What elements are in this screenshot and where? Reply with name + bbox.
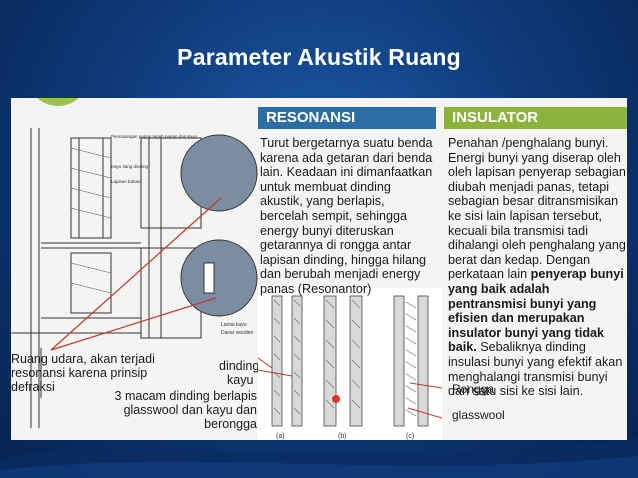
insulator-text-part2: Sebaliknya dinding insulasi bunyi yang e… — [448, 340, 623, 399]
wall-label-a: (a) — [276, 433, 285, 440]
content-panel: Pemasangan papan tanah papan dan kayu Ka… — [11, 98, 627, 440]
wall-types-illustration: (a) (b) (c) — [258, 288, 442, 440]
glasswool-label: glasswool — [452, 408, 505, 422]
drawing-note: Lapisan bahan — [111, 179, 141, 184]
wall-label-c: (c) — [406, 433, 414, 440]
resonansi-text: Turut bergetarnya suatu benda karena ada… — [260, 136, 433, 296]
figure-caption: 3 macam dinding berlapis glasswool dan k… — [114, 389, 257, 431]
resonansi-header: RESONANSI — [258, 107, 436, 129]
insulator-header: INSULATOR — [444, 107, 627, 129]
insulator-text-bold: penyerap bunyi yang baik adalah pentrans… — [448, 267, 624, 355]
drawing-note: Pemasangan papan tanah papan dan kayu — [111, 134, 198, 139]
green-circle-decoration — [33, 98, 83, 106]
insulator-text-part1: Penahan /penghalang bunyi. Energi bunyi … — [448, 136, 626, 282]
air-space-annotation: Ruang udara, akan terjadi resonansi kare… — [11, 352, 155, 394]
drawing-note: Dasar wooden — [221, 330, 253, 336]
wall-section-drawing: Pemasangan papan tanah papan dan kayu Ka… — [11, 128, 258, 428]
slide-title: Parameter Akustik Ruang — [177, 44, 461, 70]
drawing-note: Kayu tiang dinding — [111, 164, 149, 169]
rongga-label: Rongga — [452, 382, 495, 396]
insulator-text: Penahan /penghalang bunyi. Energi bunyi … — [448, 136, 626, 399]
drawing-note: Lantai kayu — [221, 322, 247, 328]
wall-label-b: (b) — [338, 433, 347, 440]
dinding-label: dinding — [219, 359, 260, 373]
decorative-wave — [0, 438, 638, 478]
kayu-label: kayu — [227, 373, 254, 387]
